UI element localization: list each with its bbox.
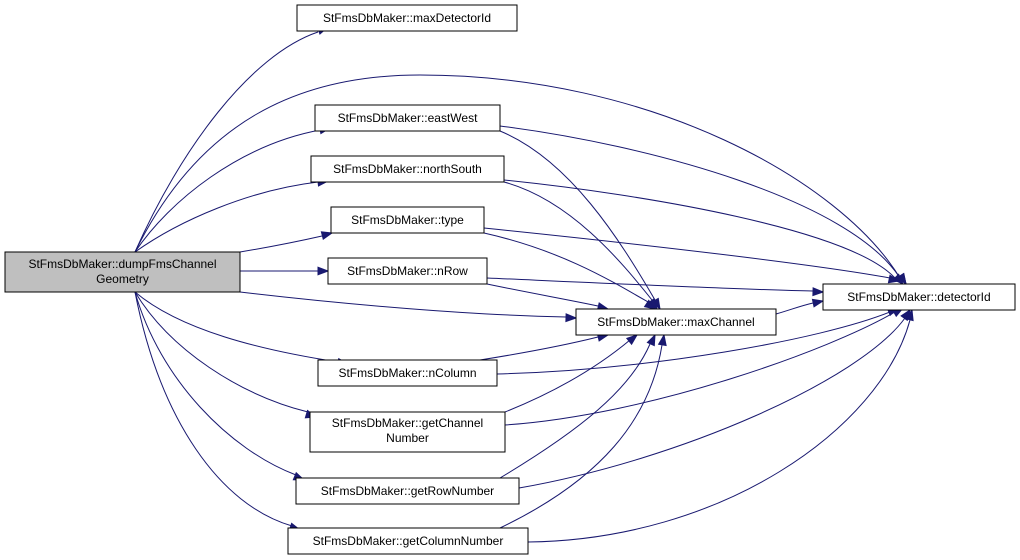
node-maxDetectorId[interactable]: StFmsDbMaker::maxDetectorId <box>296 4 518 32</box>
edge-nColumn-to-maxChannel <box>479 336 599 361</box>
edge-maxChannel-to-detectorId <box>775 302 814 315</box>
node-label-line: Number <box>386 431 429 445</box>
node-label: StFmsDbMaker::eastWest <box>338 111 478 125</box>
node-label: StFmsDbMaker::nRow <box>347 264 468 278</box>
edge-northSouth-to-detectorId <box>503 179 896 279</box>
edges-layer <box>134 26 914 543</box>
node-label: StFmsDbMaker::detectorId <box>847 290 990 304</box>
node-getRowNumber[interactable]: StFmsDbMaker::getRowNumber <box>295 477 520 505</box>
node-label: StFmsDbMaker::type <box>351 213 464 227</box>
node-getChannelNumber[interactable]: StFmsDbMaker::getChannel Number <box>309 411 506 453</box>
node-label: StFmsDbMaker::nColumn <box>338 366 476 380</box>
edge-nRow-to-detectorId <box>486 277 814 292</box>
node-label: StFmsDbMaker::maxChannel <box>597 315 754 329</box>
node-detectorId[interactable]: StFmsDbMaker::detectorId <box>822 283 1016 311</box>
node-dumpFmsChannelGeometry[interactable]: StFmsDbMaker::dumpFmsChannel Geometry <box>4 251 241 293</box>
node-nColumn[interactable]: StFmsDbMaker::nColumn <box>317 359 498 387</box>
edge-getChannelNumber-to-maxChannel <box>504 339 631 413</box>
edge-root-to-getColumnNumber <box>134 291 293 527</box>
edge-root-to-maxChannel <box>239 291 567 318</box>
arrowhead-getChannelNumber-to-maxChannel <box>625 334 639 346</box>
arrowhead-getColumnNumber-to-detectorId <box>904 308 914 322</box>
edge-root-to-northSouth <box>134 181 319 253</box>
edge-type-to-maxChannel <box>483 232 649 303</box>
edge-getRowNumber-to-maxChannel <box>499 343 651 479</box>
edge-getColumnNumber-to-detectorId <box>527 319 911 543</box>
edge-root-to-eastWest <box>134 129 321 253</box>
edge-getRowNumber-to-detectorId <box>518 317 906 489</box>
edge-root-to-nColumn <box>134 291 339 363</box>
arrowhead-root-to-maxChannel <box>565 313 578 323</box>
edge-eastWest-to-maxChannel <box>499 130 656 301</box>
edge-root-to-maxDetectorId <box>134 31 319 253</box>
node-label: StFmsDbMaker::getColumnNumber <box>313 534 504 548</box>
node-label: StFmsDbMaker::maxDetectorId <box>323 11 491 25</box>
edge-getChannelNumber-to-detectorId <box>504 311 896 426</box>
arrowhead-root-to-nRow <box>317 266 330 276</box>
node-label-line: Geometry <box>96 272 149 286</box>
arrowhead-nRow-to-detectorId <box>812 287 825 297</box>
edge-eastWest-to-detectorId <box>499 125 901 279</box>
arrowhead-type-to-detectorId <box>887 274 901 284</box>
arrowhead-northSouth-to-detectorId <box>892 273 904 285</box>
node-label-line: StFmsDbMaker::getChannel <box>332 416 483 430</box>
arrowhead-root-to-type <box>320 231 334 240</box>
edge-nColumn-to-detectorId <box>496 311 891 375</box>
node-label-line: StFmsDbMaker::dumpFmsChannel <box>28 257 216 271</box>
node-label: StFmsDbMaker::northSouth <box>333 162 482 176</box>
edge-nRow-to-maxChannel <box>486 283 599 307</box>
node-label: StFmsDbMaker::getRowNumber <box>321 484 494 498</box>
arrowhead-maxChannel-to-detectorId <box>811 298 825 308</box>
node-eastWest[interactable]: StFmsDbMaker::eastWest <box>314 104 501 132</box>
edge-type-to-detectorId <box>483 227 891 279</box>
edge-root-to-getRowNumber <box>134 291 297 476</box>
arrowhead-type-to-maxChannel <box>643 299 657 310</box>
edge-root-to-type <box>239 235 323 253</box>
arrowhead-getRowNumber-to-maxChannel <box>646 333 656 347</box>
arrowhead-getColumnNumber-to-maxChannel <box>657 333 667 347</box>
node-northSouth[interactable]: StFmsDbMaker::northSouth <box>310 155 505 183</box>
edge-root-to-getChannelNumber <box>134 291 309 413</box>
edge-getColumnNumber-to-maxChannel <box>499 344 663 529</box>
node-nRow[interactable]: StFmsDbMaker::nRow <box>327 257 488 285</box>
edge-root-to-detectorId <box>134 74 901 279</box>
node-getColumnNumber[interactable]: StFmsDbMaker::getColumnNumber <box>287 527 529 555</box>
node-type[interactable]: StFmsDbMaker::type <box>330 206 485 234</box>
node-maxChannel[interactable]: StFmsDbMaker::maxChannel <box>575 308 777 336</box>
